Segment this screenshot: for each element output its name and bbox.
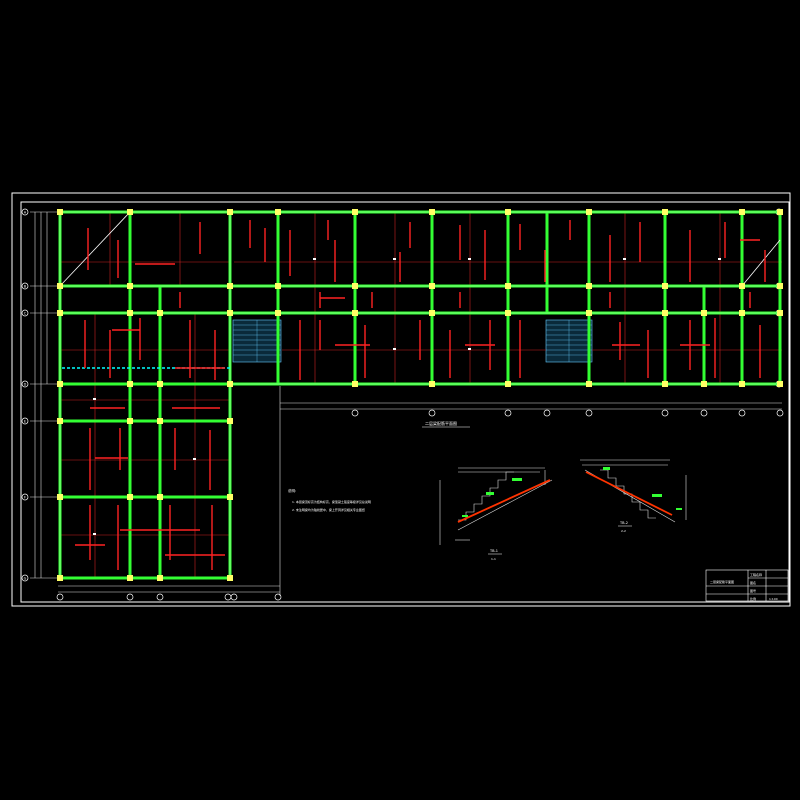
title-block-scale-label: 比例 xyxy=(750,596,756,601)
grid-label-g: G xyxy=(24,576,27,580)
grid-label-f: F xyxy=(24,495,26,499)
grid-bubbles-bottom xyxy=(56,409,784,601)
stair-1-title: TB-1 xyxy=(489,549,498,553)
stair-section-1: TB-1 1-1 xyxy=(439,467,553,561)
note-2: 2. 未注明梁均为轴线居中，梁上开洞详见相关专业图纸 xyxy=(292,507,365,512)
title-block-project: 工程名称 xyxy=(750,572,762,577)
grid-label-c: C xyxy=(24,311,27,315)
title-block-scale: 1:100 xyxy=(769,597,778,601)
title-block-name-label: 图名 xyxy=(750,580,756,585)
title-block-drawing-name: 二层梁配筋平面图 xyxy=(710,579,734,584)
beam-cores xyxy=(58,211,782,578)
grid-bubbles-left xyxy=(21,208,29,582)
secondary-beams xyxy=(60,212,782,578)
annotation-ticks xyxy=(93,258,721,535)
stair-hatch-2 xyxy=(545,319,593,363)
grid-label-d: D xyxy=(24,382,27,386)
grid-label-b: B xyxy=(24,284,27,288)
grid-label-a: A xyxy=(24,210,27,214)
corner-braces xyxy=(59,211,781,287)
plan-title: 二层梁配筋平面图 xyxy=(425,420,457,426)
stair-1-subtitle: 1-1 xyxy=(491,557,496,561)
notes-heading: 说明: xyxy=(288,488,296,493)
inner-frame xyxy=(20,201,790,603)
columns xyxy=(57,209,783,581)
title-block-number-label: 图号 xyxy=(750,588,756,593)
rebar-marks xyxy=(75,220,766,570)
note-1: 1. 本层梁顶标高为结构标高，梁混凝土强度等级详见总说明 xyxy=(292,499,371,504)
stair-section-2: TB-2 2-2 xyxy=(580,459,687,533)
stair-2-title: TB-2 xyxy=(619,521,628,525)
outer-frame xyxy=(11,192,791,607)
stair-hatch-1 xyxy=(232,319,282,363)
left-dimension-lines xyxy=(30,211,782,596)
grid-label-e: E xyxy=(24,419,26,423)
beams xyxy=(58,210,782,580)
stair-2-subtitle: 2-2 xyxy=(621,529,626,533)
title-block xyxy=(705,569,789,602)
